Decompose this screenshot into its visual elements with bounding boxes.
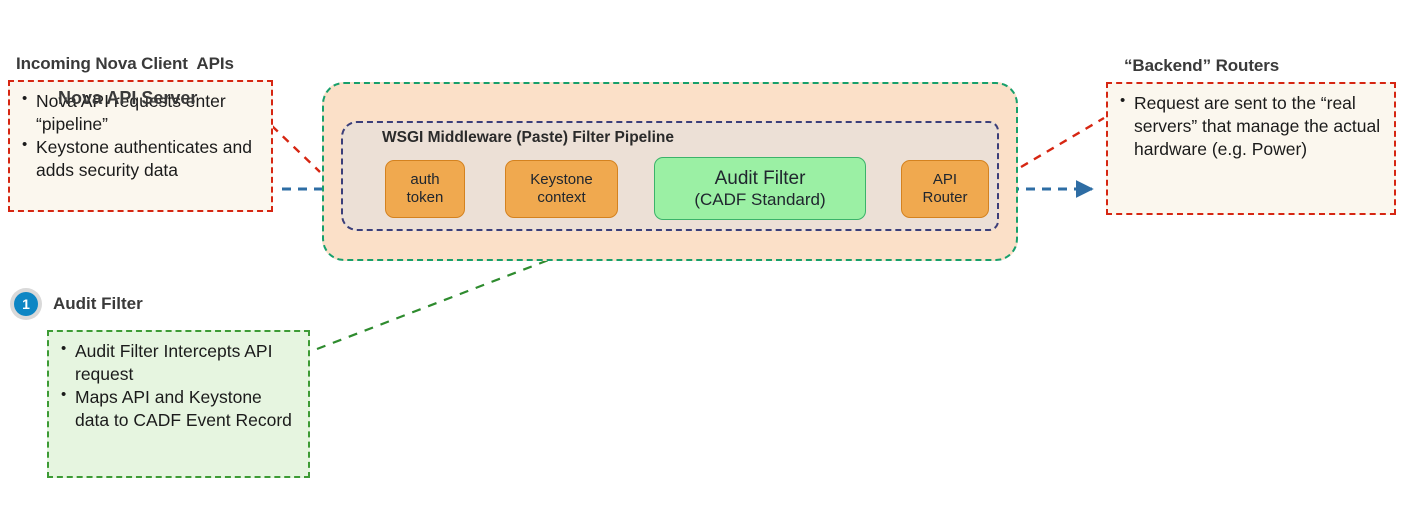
node-api-router-line2: Router [922,189,968,206]
node-api-router-line1: API [932,170,958,188]
bottom-callout-list: Audit Filter Intercepts API request Maps… [57,339,298,432]
list-item: Keystone authenticates and adds security… [18,135,261,182]
node-keystone-context-line1: Keystone [530,170,593,188]
node-audit-filter-line2: (CADF Standard) [694,189,826,209]
node-audit-filter-line1: Audit Filter [714,167,806,189]
node-audit-filter[interactable]: Audit Filter (CADF Standard) [654,157,866,220]
step-badge: 1 [10,288,42,320]
left-callout-list: Nova API requests enter “pipeline” Keyst… [18,89,261,182]
list-item: Maps API and Keystone data to CADF Event… [57,385,298,432]
wsgi-pipeline-title: WSGI Middleware (Paste) Filter Pipeline [382,129,674,146]
node-keystone-context-line2: context [537,189,586,206]
bottom-callout-title: Audit Filter [53,294,143,313]
leader-left-callout [271,125,321,173]
audit-filter-badge-row: 1 Audit Filter [10,288,143,320]
bottom-callout-box: Audit Filter Intercepts API request Maps… [47,330,310,478]
node-auth-token[interactable]: auth token [385,160,465,218]
right-callout-title: “Backend” Routers [1124,56,1280,75]
node-auth-token-line1: auth [410,170,440,188]
list-item: Nova API requests enter “pipeline” [18,89,261,136]
left-callout-title: Incoming Nova Client APIs [16,54,234,73]
leader-right-callout [1020,116,1105,169]
step-badge-number: 1 [14,292,38,316]
nova-api-server-title: Nova API Server [58,88,198,108]
left-callout-box: Nova API requests enter “pipeline” Keyst… [8,80,273,212]
right-callout-list: Request are sent to the “real servers” t… [1116,91,1384,161]
right-callout-box: Request are sent to the “real servers” t… [1106,82,1396,215]
node-api-router[interactable]: API Router [901,160,989,218]
list-item: Audit Filter Intercepts API request [57,339,298,386]
list-item: Request are sent to the “real servers” t… [1116,91,1384,161]
node-keystone-context[interactable]: Keystone context [505,160,618,218]
node-auth-token-line2: token [406,189,444,206]
